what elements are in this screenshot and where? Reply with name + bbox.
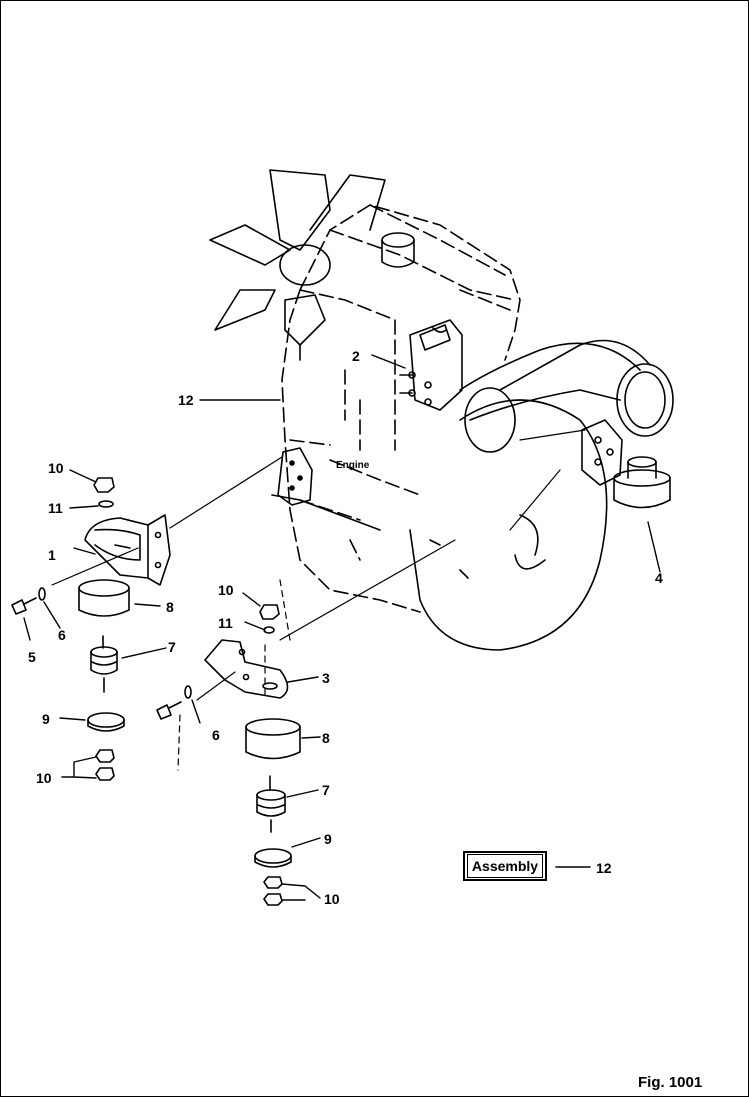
air-intake-elbow	[459, 339, 674, 453]
callout-2: 2	[352, 348, 360, 364]
callout-11-left: 11	[48, 500, 63, 516]
callout-10-left-bottom: 10	[36, 770, 52, 786]
bracket-part-1	[84, 514, 171, 586]
callout-12-engine: 12	[178, 392, 194, 408]
cooling-fan	[209, 169, 386, 361]
callout-7-right: 7	[322, 782, 330, 798]
callout-12-assembly: 12	[596, 860, 612, 876]
flywheel-housing	[409, 399, 608, 651]
oil-cap	[381, 232, 415, 268]
right-stack	[156, 604, 301, 906]
figure-caption: Fig. 1001	[638, 1074, 702, 1091]
engine-front-plate	[271, 447, 381, 531]
callout-1: 1	[48, 547, 56, 563]
assembly-label: Assembly	[466, 854, 544, 878]
callout-8-right: 8	[322, 730, 330, 746]
callout-4: 4	[655, 570, 663, 586]
mount-part-4	[581, 419, 671, 509]
callout-11-right: 11	[218, 615, 233, 631]
callout-9-right: 9	[324, 831, 332, 847]
callout-8-left: 8	[166, 599, 174, 615]
callout-10-right-bottom: 10	[324, 891, 340, 907]
bracket-part-2	[399, 319, 463, 411]
callout-6-left: 6	[58, 627, 66, 643]
callout-7-left: 7	[168, 639, 176, 655]
assembly-lines	[51, 429, 586, 771]
callout-3: 3	[322, 670, 330, 686]
left-stack	[11, 477, 130, 781]
callout-leaders	[23, 354, 661, 901]
callout-6-right: 6	[212, 727, 220, 743]
callout-10-left-top: 10	[48, 460, 64, 476]
callout-10-right-top: 10	[218, 582, 234, 598]
assembly-label-box: Assembly	[463, 851, 547, 881]
callout-5: 5	[28, 649, 36, 665]
engine-body	[281, 204, 521, 613]
bracket-part-3	[204, 639, 289, 699]
callout-9-left: 9	[42, 711, 50, 727]
engine-label: Engine	[336, 460, 370, 471]
